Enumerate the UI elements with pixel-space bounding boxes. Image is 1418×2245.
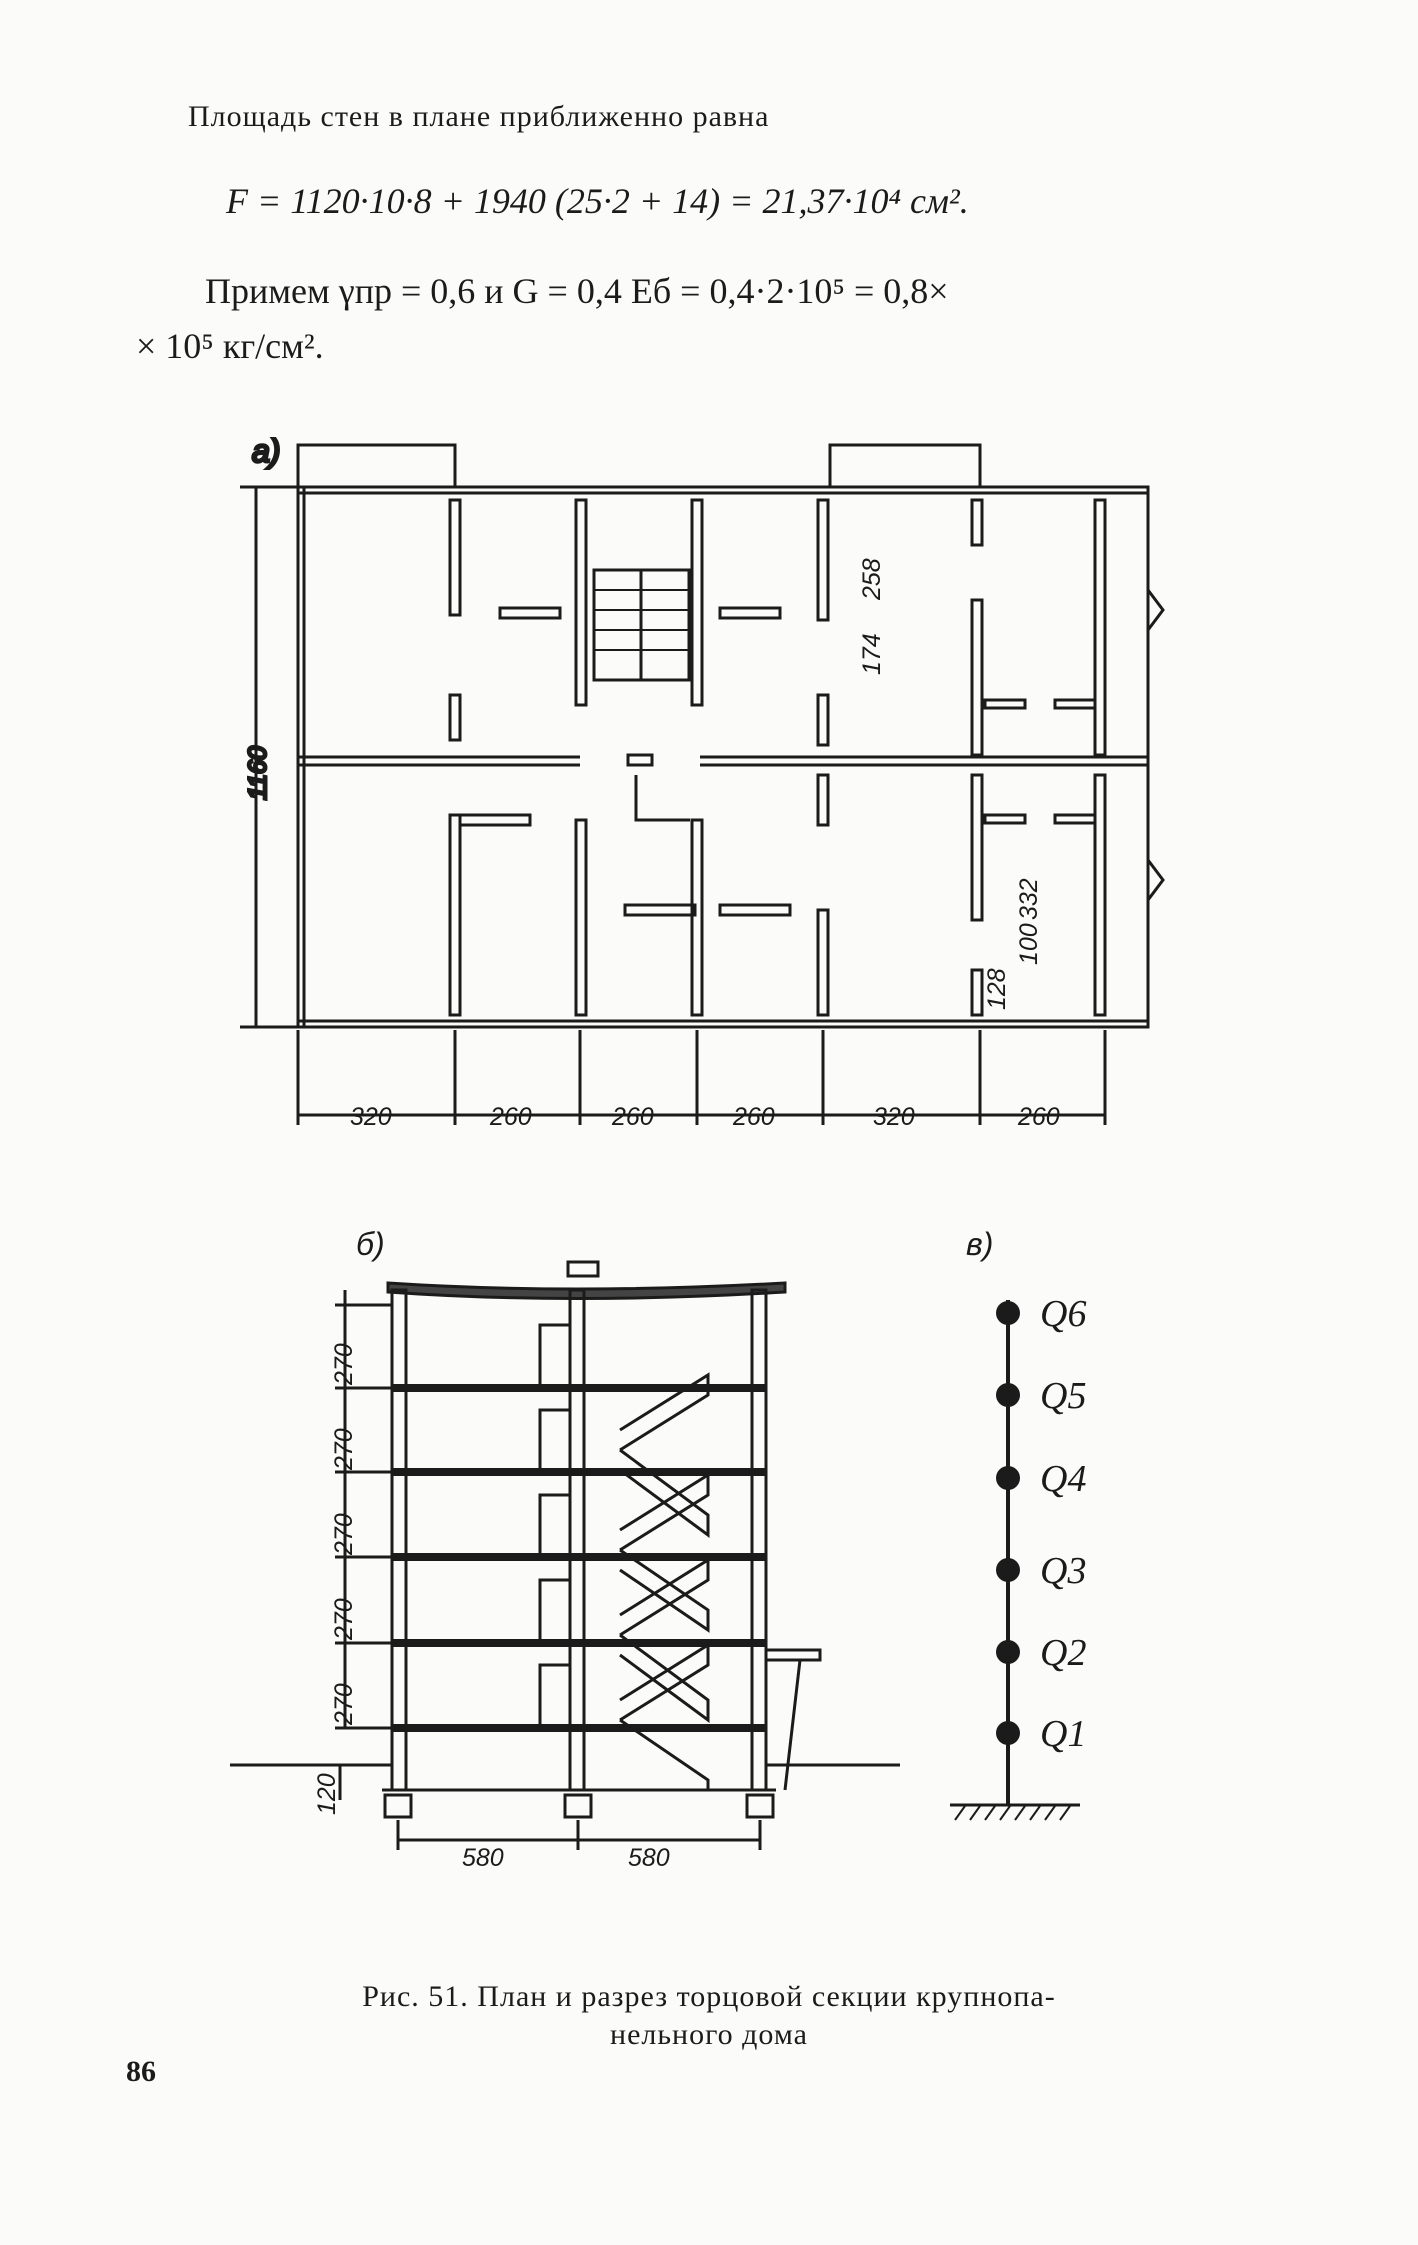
dim-332: 332 (1015, 878, 1043, 920)
balcony-left (296, 443, 457, 487)
dim-260-c: 260 (732, 1103, 775, 1131)
mass-q4 (996, 1466, 1020, 1490)
dim-floor-5: 270 (330, 1428, 358, 1471)
plan-dimensions-bottom: 320 260 260 260 320 260 (350, 1103, 1060, 1131)
mass-q6 (996, 1301, 1020, 1325)
dim-floor-2: 270 (330, 1683, 358, 1726)
dim-260-b: 260 (611, 1103, 654, 1131)
dim-580-a: 580 (462, 1844, 504, 1872)
label-q3: Q3 (1040, 1550, 1086, 1592)
label-q5: Q5 (1040, 1375, 1086, 1417)
balcony-right (828, 443, 982, 487)
mass-q1 (996, 1721, 1020, 1745)
plan-label: а) (252, 433, 280, 469)
dim-base: 120 (313, 1773, 341, 1815)
model-label: в) (966, 1226, 993, 1262)
figure-caption-line-2: нельного дома (610, 2018, 808, 2051)
formula-area: F = 1120·10·8 + 1940 (25·2 + 14) = 21,37… (226, 181, 969, 221)
dim-320-b: 320 (873, 1103, 915, 1131)
dim-320-a: 320 (350, 1103, 392, 1131)
page-number: 86 (126, 2055, 156, 2088)
dim-258: 258 (858, 558, 886, 601)
section-dimensions: 270 270 270 270 270 120 580 580 (313, 1343, 670, 1872)
dim-128: 128 (983, 968, 1011, 1010)
dim-100: 100 (1015, 923, 1043, 965)
dim-174: 174 (858, 633, 886, 675)
dim-580-b: 580 (628, 1844, 670, 1872)
figure-caption-line-1: Рис. 51. План и разрез торцовой секции к… (362, 1980, 1056, 2013)
dim-floor-4: 270 (330, 1513, 358, 1556)
dim-plan-height: 1160 (244, 746, 272, 800)
mass-model: в) Q6 Q5 Q4 Q3 Q2 Q1 (950, 1226, 1086, 1821)
dim-260-a: 260 (489, 1103, 532, 1131)
plan-drawing: а) (240, 432, 1165, 1125)
dim-floor-3: 270 (330, 1598, 358, 1641)
mass-q2 (996, 1640, 1020, 1664)
dim-260-d: 260 (1017, 1103, 1060, 1131)
label-q6: Q6 (1040, 1293, 1086, 1335)
mass-q5 (996, 1383, 1020, 1407)
label-q2: Q2 (1040, 1632, 1086, 1674)
section-label: б) (356, 1226, 385, 1262)
plan-dimensions-inner: 258 174 332 100 128 (858, 558, 1043, 1010)
label-q1: Q1 (1040, 1713, 1086, 1755)
intro-text: Площадь стен в плане приближенно равна (188, 100, 770, 133)
section-drawing: б) (230, 1226, 900, 1850)
mass-q3 (996, 1558, 1020, 1582)
dim-floor-6: 270 (330, 1343, 358, 1386)
formula-parameters-continued: × 10⁵ кг/см². (136, 326, 324, 366)
formula-parameters: Примем γпр = 0,6 и G = 0,4 Eб = 0,4·2·10… (205, 271, 949, 311)
label-q4: Q4 (1040, 1458, 1086, 1500)
